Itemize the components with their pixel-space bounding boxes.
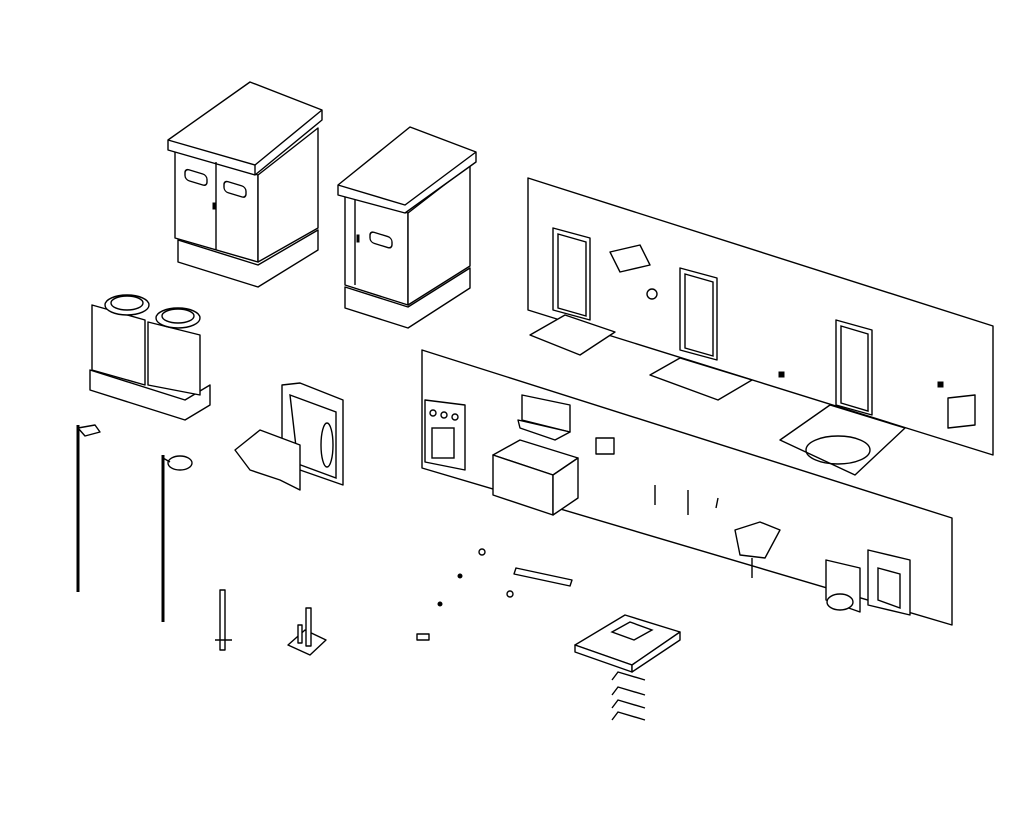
small-fittings bbox=[416, 548, 573, 641]
urinal bbox=[867, 549, 911, 616]
street-lamp-1 bbox=[76, 424, 101, 592]
chiller-units bbox=[89, 294, 211, 421]
control-panel bbox=[424, 399, 466, 471]
door bbox=[835, 319, 873, 416]
street-lamp-2 bbox=[161, 455, 193, 622]
kitchen-counter bbox=[492, 394, 579, 516]
wash-basin bbox=[734, 521, 781, 578]
fan-icon bbox=[104, 294, 150, 316]
ventilation-hood bbox=[234, 382, 344, 491]
door bbox=[552, 227, 591, 321]
rebar-stirrups bbox=[611, 671, 646, 721]
fan-icon bbox=[155, 307, 201, 329]
post-with-base bbox=[287, 607, 327, 656]
electrical-cabinet-single-door bbox=[337, 126, 477, 329]
concrete-slab bbox=[574, 614, 681, 721]
electrical-cabinet-double-door bbox=[167, 81, 323, 288]
door bbox=[679, 267, 718, 361]
front-wall-panel bbox=[421, 349, 953, 626]
bollard bbox=[215, 589, 232, 651]
back-wall-panel bbox=[527, 177, 994, 476]
urinal bbox=[825, 559, 861, 613]
